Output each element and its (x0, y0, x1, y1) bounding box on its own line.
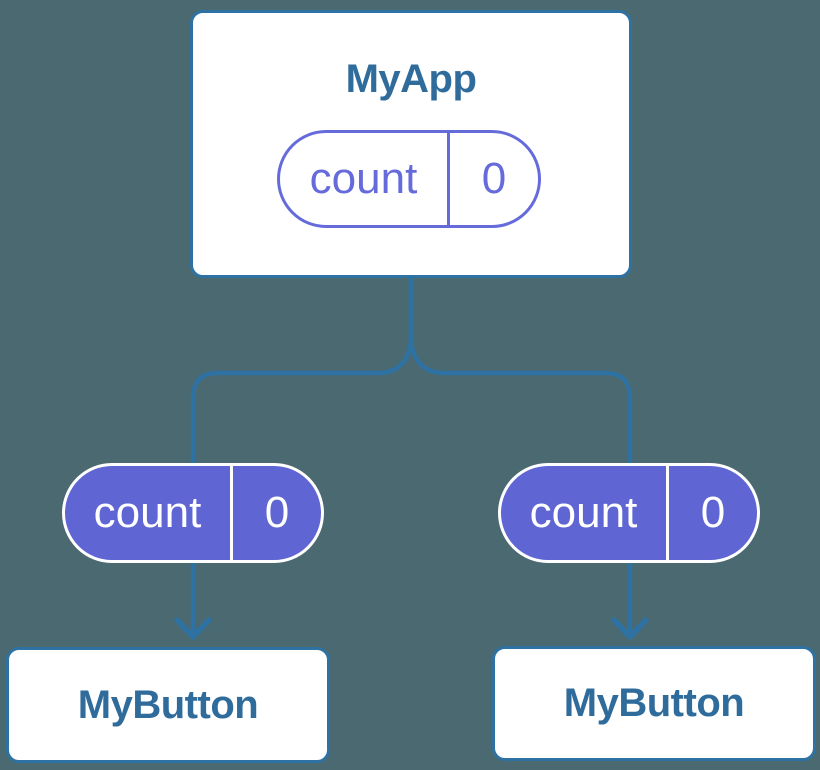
prop-pill-right-value: 0 (700, 488, 726, 537)
branch-line-right (408, 276, 633, 632)
state-pill: count 0 (277, 130, 541, 228)
button-node-right: MyButton (492, 646, 816, 761)
arrowhead-right-icon (611, 617, 649, 640)
prop-pill-left: count 0 (62, 463, 324, 563)
state-pill-divider (447, 133, 450, 225)
app-node-title: MyApp (345, 57, 477, 101)
button-node-left-title: MyButton (77, 682, 259, 727)
prop-pill-right-label: count (529, 488, 638, 537)
prop-pill-right-divider (666, 466, 669, 560)
prop-pill-left-value: 0 (264, 488, 290, 537)
state-pill-value: 0 (481, 154, 507, 203)
state-pill-label: count (309, 154, 418, 203)
branch-line-left (190, 276, 414, 632)
prop-pill-left-label: count (93, 488, 202, 537)
button-node-left: MyButton (6, 647, 330, 763)
app-node: MyApp count 0 (190, 10, 632, 278)
button-node-right-title: MyButton (563, 681, 745, 725)
prop-pill-right: count 0 (498, 463, 760, 563)
arrowhead-left-icon (174, 617, 212, 640)
prop-pill-left-divider (230, 466, 233, 560)
